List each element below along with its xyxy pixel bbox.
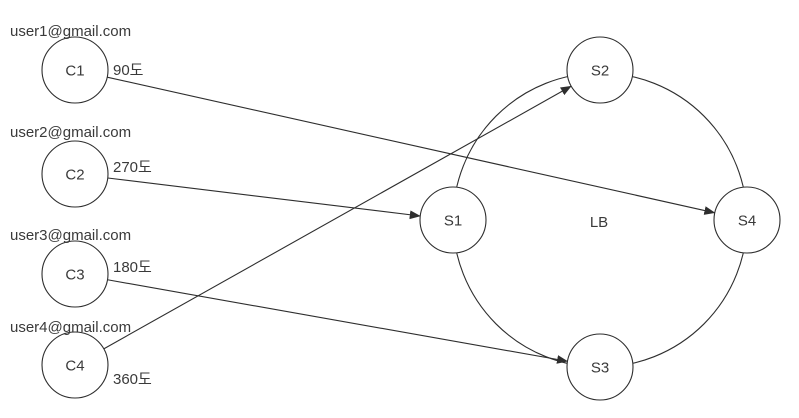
annotation-client2-email: user2@gmail.com <box>10 124 131 141</box>
client-node-C1 <box>41 36 109 104</box>
client-node-label-C2: C2 <box>65 166 84 183</box>
edge-C2-S1 <box>107 177 421 220</box>
server-node-S3 <box>566 333 634 401</box>
server-node-S1 <box>419 186 487 254</box>
edges-layer <box>103 76 716 364</box>
client-node-C4 <box>41 331 109 399</box>
edge-C4-S2 <box>103 85 572 350</box>
server-node-S4 <box>713 186 781 254</box>
server-node-label-S3: S3 <box>591 359 609 376</box>
server-node-label-S4: S4 <box>738 212 756 229</box>
client-node-label-C1: C1 <box>65 62 84 79</box>
client-node-label-C4: C4 <box>65 357 84 374</box>
server-node-S2 <box>566 36 634 104</box>
edge-C1-S4 <box>107 76 716 215</box>
load-balancer-label: LB <box>590 214 608 231</box>
annotation-client4-email: user4@gmail.com <box>10 319 131 336</box>
annotation-client1-angle: 90도 <box>113 62 144 79</box>
client-node-C2 <box>41 140 109 208</box>
server-node-label-S1: S1 <box>444 212 462 229</box>
annotation-client4-angle: 360도 <box>113 371 152 388</box>
annotation-client2-angle: 270도 <box>113 159 152 176</box>
annotation-client3-email: user3@gmail.com <box>10 227 131 244</box>
client-node-C3 <box>41 240 109 308</box>
annotation-client1-email: user1@gmail.com <box>10 23 131 40</box>
client-node-label-C3: C3 <box>65 266 84 283</box>
server-node-label-S2: S2 <box>591 62 609 79</box>
annotation-client3-angle: 180도 <box>113 259 152 276</box>
nodes-layer <box>41 36 781 401</box>
edge-C3-S3 <box>107 279 569 364</box>
